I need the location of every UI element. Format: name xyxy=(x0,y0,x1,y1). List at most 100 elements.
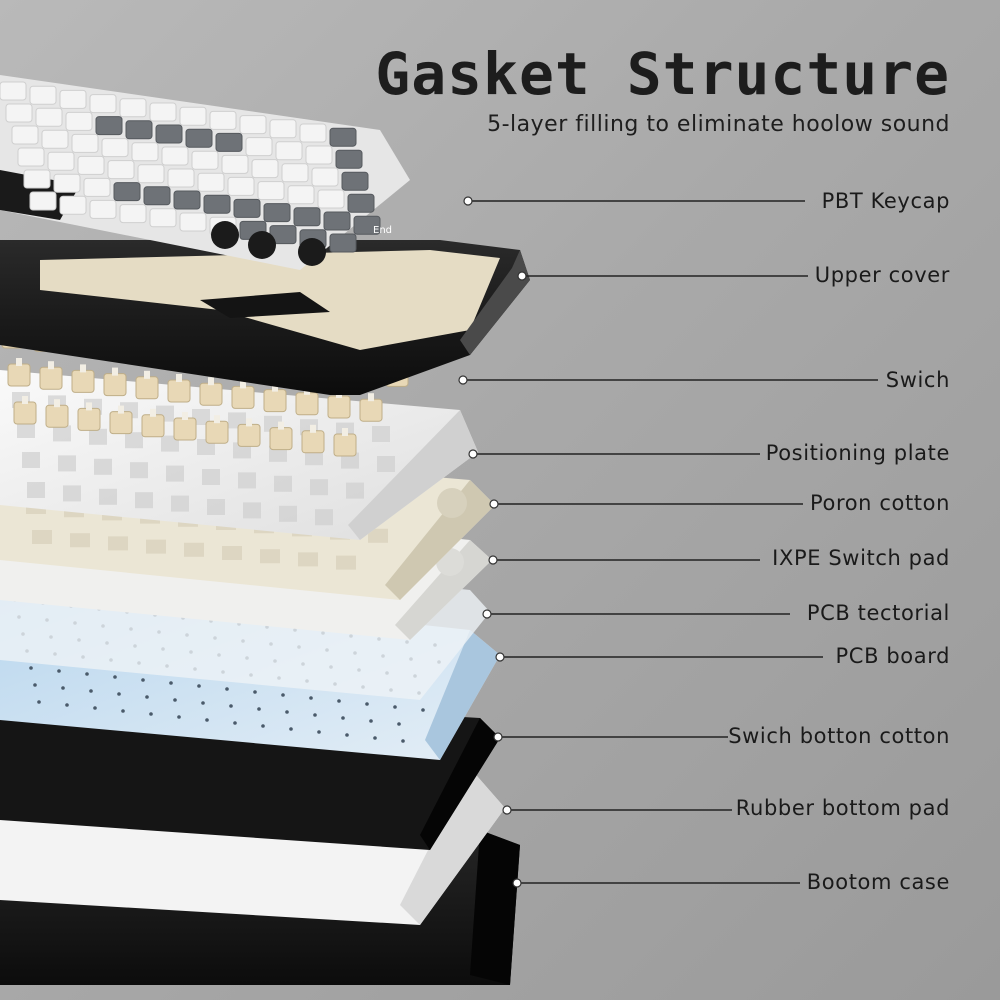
plate-cutout xyxy=(27,482,45,498)
leader-bottom-case-dot xyxy=(512,878,522,888)
pcb-hole xyxy=(393,705,397,709)
plate-cutout xyxy=(202,469,220,485)
switch-stem xyxy=(80,364,86,373)
keycap xyxy=(347,193,375,213)
plate-cutout xyxy=(22,452,40,468)
keycap xyxy=(149,208,177,228)
keycap xyxy=(275,141,303,161)
switch-stem xyxy=(182,412,188,420)
pcb-hole xyxy=(345,733,349,737)
keycap xyxy=(245,137,273,157)
plate-cutout xyxy=(125,432,143,449)
poron-cutout xyxy=(298,552,318,567)
pcb-hole xyxy=(225,687,229,691)
switch xyxy=(77,407,101,431)
keycap xyxy=(203,194,231,214)
keycap xyxy=(125,120,153,140)
pcb-hole xyxy=(397,722,401,726)
switch-stem xyxy=(118,405,124,414)
switch-stem xyxy=(150,408,156,417)
pcb-hole xyxy=(149,712,153,716)
callout-leaders xyxy=(458,196,878,888)
keycap-layer xyxy=(0,75,410,270)
keycap xyxy=(251,159,279,179)
pcb-hole xyxy=(173,698,177,702)
switch xyxy=(141,414,165,438)
keycap xyxy=(29,191,57,211)
plate-cutout xyxy=(243,502,261,519)
keycap xyxy=(221,154,249,174)
pcb-hole xyxy=(65,703,69,707)
keycap xyxy=(335,149,363,169)
plate-cutout xyxy=(377,456,395,472)
keycap xyxy=(59,195,87,215)
switch xyxy=(135,376,159,400)
keycap xyxy=(29,85,57,105)
plate-cutout xyxy=(58,455,76,472)
pcb-hole xyxy=(113,675,117,679)
plate-cutout xyxy=(279,505,297,522)
switch xyxy=(205,420,229,444)
pcb-hole xyxy=(253,690,257,694)
knob-key xyxy=(211,221,239,249)
pcb-hole xyxy=(177,715,181,719)
keycap xyxy=(167,168,195,188)
switch xyxy=(7,363,31,387)
switch xyxy=(71,369,95,393)
label-bottom-case: Bootom case xyxy=(806,870,950,894)
keycap xyxy=(83,177,111,197)
end-key-legend: End xyxy=(373,225,392,236)
keycap xyxy=(119,98,147,118)
pcb-hole xyxy=(61,686,65,690)
keycap xyxy=(173,190,201,210)
label-switch: Swich xyxy=(885,368,950,392)
leader-switch-bottom-cotton-dot xyxy=(493,732,503,742)
keycap xyxy=(89,94,117,114)
switch xyxy=(231,385,255,409)
label-poron-cotton: Poron cotton xyxy=(810,491,950,515)
keycap xyxy=(71,133,99,153)
pcb-hole xyxy=(169,681,173,685)
switch xyxy=(327,395,351,419)
switch xyxy=(333,433,357,457)
pcb-hole xyxy=(201,701,205,705)
keycap xyxy=(263,203,291,223)
pcb-hole xyxy=(141,678,145,682)
keycap xyxy=(209,110,237,130)
switch xyxy=(359,398,383,422)
keycap xyxy=(41,129,69,149)
keycap xyxy=(101,138,129,158)
switch-stem xyxy=(54,399,60,408)
poron-cutout xyxy=(32,530,52,544)
keycap xyxy=(269,119,297,139)
keycap xyxy=(89,199,117,219)
keycap xyxy=(143,186,171,206)
knob-key xyxy=(248,231,276,259)
plate-cutout xyxy=(63,485,81,502)
plate-cutout xyxy=(341,452,359,469)
leader-pcb-board-dot xyxy=(495,652,505,662)
label-positioning-plate: Positioning plate xyxy=(765,441,950,465)
pcb-hole xyxy=(233,721,237,725)
page-title: Gasket Structure xyxy=(375,40,950,108)
plate-cutout xyxy=(166,465,184,482)
switch-stem xyxy=(16,358,22,366)
pcb-hole xyxy=(373,736,377,740)
switch xyxy=(301,430,325,454)
plate-cutout xyxy=(207,499,225,515)
poron-cutout xyxy=(222,546,242,560)
switch xyxy=(263,389,287,413)
label-upper-cover: Upper cover xyxy=(814,263,950,287)
pcb-hole xyxy=(369,719,373,723)
plate-cutout xyxy=(53,425,71,442)
plate-cutout xyxy=(130,462,148,479)
pcb-hole xyxy=(401,739,405,743)
keycap xyxy=(305,145,333,165)
pcb-hole xyxy=(317,730,321,734)
plate-cutout xyxy=(372,426,390,442)
switch-stem xyxy=(310,424,316,433)
switch xyxy=(269,427,293,451)
pcb-hole xyxy=(229,704,233,708)
keycap xyxy=(107,160,135,180)
leader-switch-dot xyxy=(458,375,468,385)
